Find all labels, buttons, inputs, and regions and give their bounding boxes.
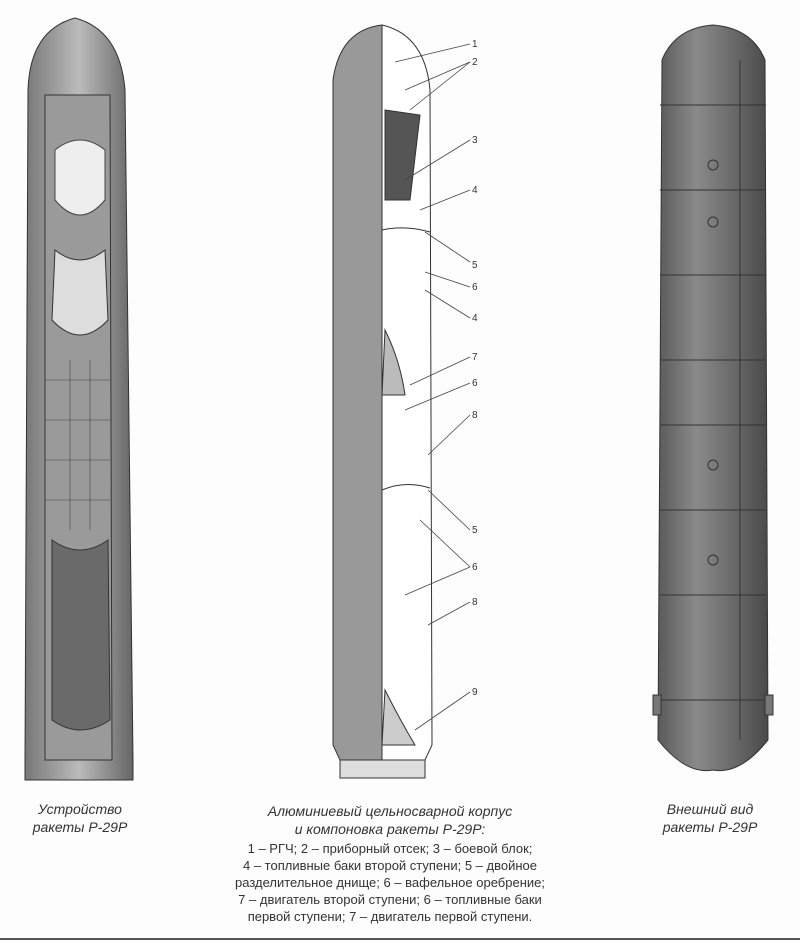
callout-2: 2: [472, 57, 478, 68]
callout-1: 1: [472, 39, 478, 50]
callout-6: 6: [472, 282, 478, 293]
callout-8b: 8: [472, 597, 478, 608]
caption-center-title-line: Алюминиевый цельносварной корпус: [267, 803, 513, 819]
callout-8: 8: [472, 410, 478, 421]
caption-right: Внешний вид ракеты Р-29Р: [645, 800, 775, 836]
callout-5: 5: [472, 260, 478, 271]
legend-line: разделительное днище; 6 – вафельное ореб…: [235, 875, 545, 890]
callout-3: 3: [472, 135, 478, 146]
legend-line: 4 – топливные баки второй ступени; 5 – д…: [242, 858, 537, 873]
callout-7: 7: [472, 352, 478, 363]
rocket-exterior-right: [652, 24, 774, 772]
bottom-rule: [0, 938, 800, 940]
callout-6c: 6: [472, 562, 478, 573]
rocket-section-center: [332, 24, 433, 779]
caption-center-title: Алюминиевый цельносварной корпус и компо…: [200, 802, 580, 838]
legend-line: первой ступени; 7 – двигатель первой сту…: [247, 909, 533, 924]
callout-5b: 5: [472, 525, 478, 536]
caption-left: Устройство ракеты Р-29Р: [15, 800, 145, 836]
callout-4: 4: [472, 185, 478, 196]
caption-center-legend: 1 – РГЧ; 2 – приборный отсек; 3 – боевой…: [200, 840, 580, 925]
callout-6b: 6: [472, 378, 478, 389]
callout-numbers: 1 2 3 4 5 6 4 7 6 8 5 6 8 9: [472, 39, 478, 698]
caption-right-line: Внешний вид: [666, 801, 754, 817]
legend-line: 7 – двигатель второй ступени; 6 – топлив…: [238, 892, 542, 907]
caption-left-line: ракеты Р-29Р: [32, 819, 128, 835]
callout-4b: 4: [472, 313, 478, 324]
rocket-cutaway-left: [24, 17, 134, 781]
caption-center-title-line: и компоновка ракеты Р-29Р:: [294, 821, 486, 837]
caption-right-line: ракеты Р-29Р: [662, 819, 758, 835]
callout-lines: [394, 43, 471, 731]
callout-9: 9: [472, 687, 478, 698]
legend-line: 1 – РГЧ; 2 – приборный отсек; 3 – боевой…: [247, 841, 533, 856]
caption-left-line: Устройство: [38, 801, 122, 817]
